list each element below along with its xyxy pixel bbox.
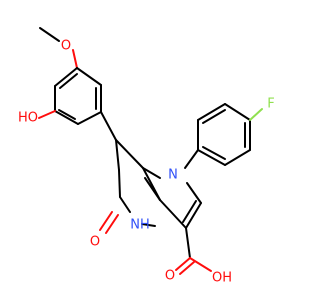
methoxy-o-bond: [72, 49, 78, 69]
methyl-bond: [39, 27, 60, 42]
acid-carbon-bond: [185, 227, 191, 259]
hydroxy-label: HO: [18, 111, 38, 126]
acid-carbonyl-bond-2: [179, 261, 195, 275]
fluorine-label: F: [267, 97, 274, 112]
amide-nh-label: NH: [130, 218, 150, 233]
lactam-ring: [115, 139, 161, 227]
lactam-carbonyl-bond: [99, 211, 113, 231]
lactam-carbonyl-bond-2: [105, 214, 119, 234]
aryl-link-bond: [100, 111, 117, 141]
acid-oxygen-label: O: [165, 269, 175, 284]
structure-diagram: O HO F N NH O O OH: [18, 27, 275, 286]
methoxyphenol-ring: [54, 67, 102, 125]
fluorine-bond: [249, 108, 263, 121]
acid-hydroxyl-bond: [189, 257, 212, 272]
lactam-oxygen-label: O: [90, 235, 100, 250]
fluorophenyl-ring: [197, 103, 251, 166]
pyrrole-ring: [142, 167, 202, 229]
acid-carbonyl-bond: [175, 257, 191, 271]
molecule-drawing: O HO F N NH O O OH: [18, 27, 275, 286]
methoxy-oxygen-label: O: [61, 39, 71, 54]
ring-nitrogen-label: N: [168, 168, 178, 183]
hydroxy-bond: [38, 110, 56, 119]
acid-hydroxyl-label: OH: [212, 271, 232, 286]
n-aryl-bond: [184, 149, 199, 169]
